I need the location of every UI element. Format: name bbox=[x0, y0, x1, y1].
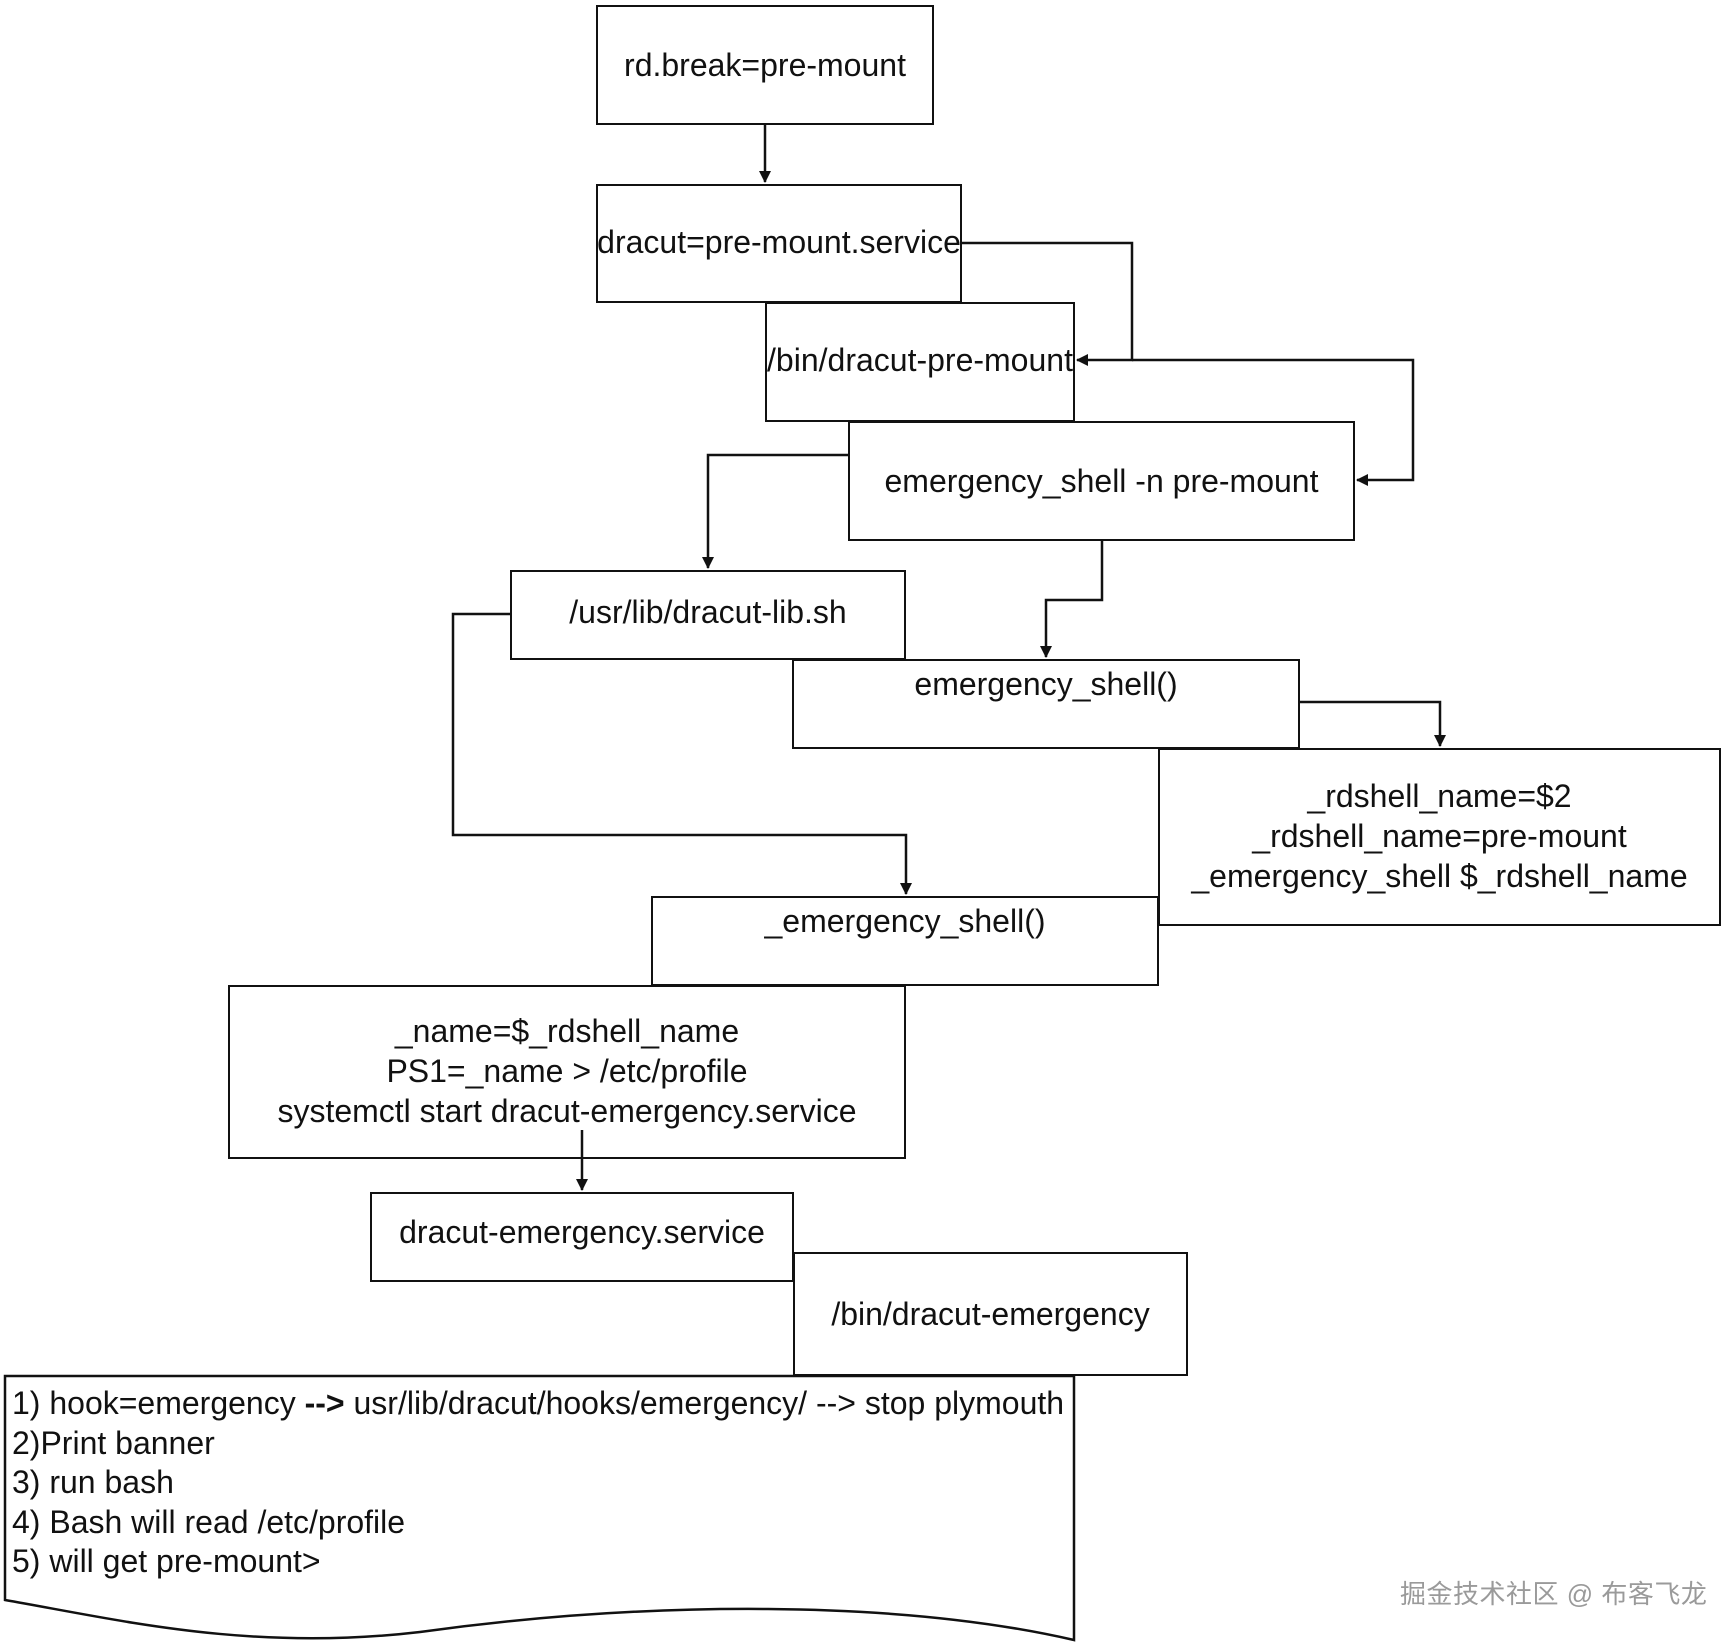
arrow-dracut-lib-to-private-shell bbox=[451, 612, 912, 895]
box-line: PS1=_name > /etc/profile bbox=[386, 1053, 748, 1089]
box-line: dracut=pre-mount.service bbox=[597, 224, 961, 260]
box-line: _emergency_shell() bbox=[764, 903, 1046, 939]
name-block-box: _name=$_rdshell_name PS1=_name > /etc/pr… bbox=[228, 985, 906, 1159]
arrow-cmd-to-dracut-lib bbox=[702, 453, 848, 569]
box-line: _rdshell_name=pre-mount bbox=[1252, 818, 1627, 854]
step-line: 2)Print banner bbox=[12, 1424, 215, 1461]
box-line: /usr/lib/dracut-lib.sh bbox=[569, 594, 847, 630]
step-line: 1) hook=emergency --> usr/lib/dracut/hoo… bbox=[12, 1384, 1064, 1424]
step-text: usr/lib/dracut/hooks/emergency/ --> stop… bbox=[344, 1385, 1065, 1421]
bin-emergency-box: /bin/dracut-emergency bbox=[793, 1252, 1188, 1376]
box-line: systemctl start dracut-emergency.service bbox=[277, 1093, 857, 1129]
arrow-pre-mount-to-emergency-cmd bbox=[1132, 358, 1415, 486]
rd-break-box: rd.break=pre-mount bbox=[596, 5, 934, 125]
emergency-shell-cmd-box: emergency_shell -n pre-mount bbox=[848, 421, 1355, 541]
bin-pre-mount-box: /bin/dracut-pre-mount bbox=[765, 302, 1075, 422]
box-line: _rdshell_name=$2 bbox=[1307, 778, 1572, 814]
box-line: emergency_shell -n pre-mount bbox=[884, 463, 1319, 499]
watermark: 掘金技术社区 @ 布客飞龙 bbox=[1400, 1579, 1708, 1609]
step-text: 1) hook=emergency bbox=[12, 1385, 305, 1421]
step-line: 3) run bash bbox=[12, 1464, 174, 1500]
arrow-cmd-to-emergency-fn bbox=[1040, 541, 1104, 658]
box-line: rd.break=pre-mount bbox=[624, 47, 906, 83]
step-line: 5) will get pre-mount> bbox=[12, 1543, 321, 1579]
dracut-service-box: dracut=pre-mount.service bbox=[596, 184, 962, 303]
emergency-service-box: dracut-emergency.service bbox=[370, 1192, 794, 1282]
box-line: /bin/dracut-pre-mount bbox=[767, 342, 1073, 378]
box-line: /bin/dracut-emergency bbox=[831, 1296, 1150, 1332]
box-line: _name=$_rdshell_name bbox=[394, 1013, 740, 1049]
box-line: emergency_shell() bbox=[914, 666, 1178, 702]
dracut-lib-box: /usr/lib/dracut-lib.sh bbox=[510, 570, 906, 660]
box-line: _emergency_shell $_rdshell_name bbox=[1191, 858, 1688, 894]
step-arrow: --> bbox=[304, 1385, 345, 1421]
private-emergency-shell-box: _emergency_shell() bbox=[651, 896, 1159, 986]
emergency-shell-fn-box: emergency_shell() bbox=[792, 659, 1300, 749]
rdshell-vars-box: _rdshell_name=$2 _rdshell_name=pre-mount… bbox=[1158, 748, 1721, 926]
box-line: dracut-emergency.service bbox=[399, 1214, 765, 1250]
step-line: 4) Bash will read /etc/profile bbox=[12, 1503, 406, 1540]
arrow-fn-to-rdshell-vars bbox=[1300, 700, 1446, 747]
steps-document-shape bbox=[3, 1374, 1076, 1642]
emergency-steps-list: 1) hook=emergency --> usr/lib/dracut/hoo… bbox=[12, 1384, 1064, 1582]
arrow-service-to-pre-mount bbox=[962, 241, 1134, 366]
